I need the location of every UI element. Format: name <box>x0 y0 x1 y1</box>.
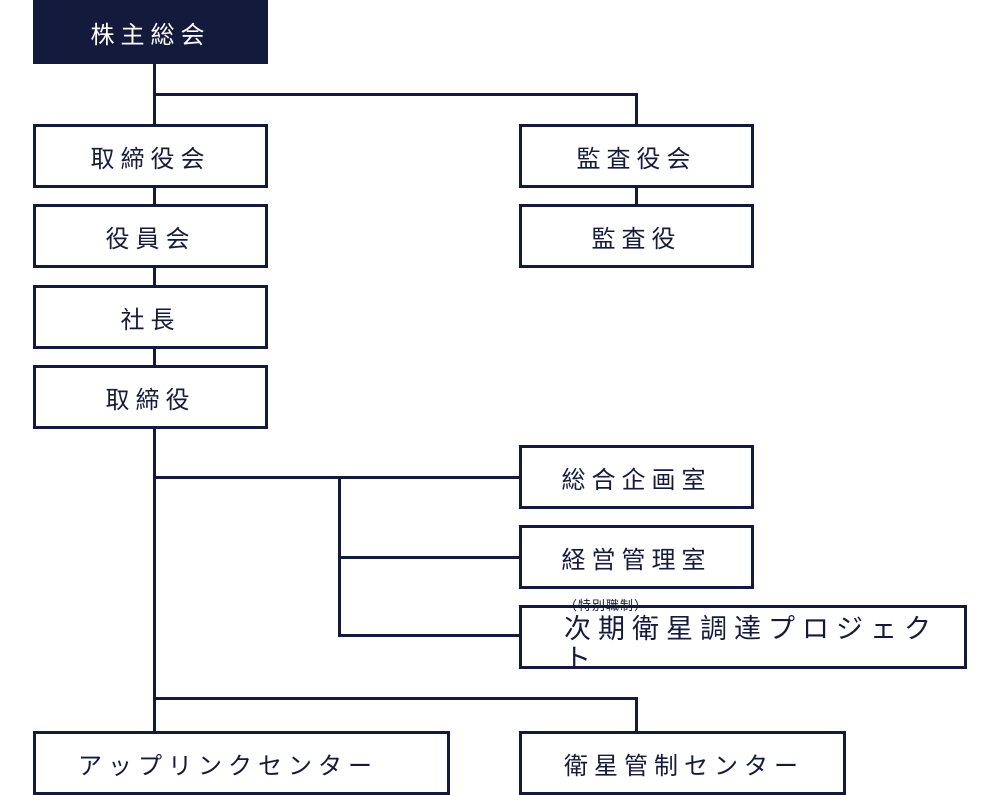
node-project-label: 次期衛星調達プロジェクト <box>564 614 938 675</box>
node-director-label: 取締役 <box>105 385 196 414</box>
node-corporate-planning-label: 総合企画室 <box>561 465 712 494</box>
node-corporate-planning: 総合企画室 <box>519 445 754 509</box>
node-shareholders: 株主総会 <box>33 0 268 64</box>
connector-exec-president <box>153 266 156 287</box>
connector-to-management <box>338 556 521 559</box>
node-project: （特別職制） 次期衛星調達プロジェクト <box>519 599 967 675</box>
node-auditor-label: 監査役 <box>591 224 682 253</box>
node-board-of-directors-label: 取締役会 <box>90 144 211 173</box>
connector-main-trunk <box>153 428 156 733</box>
node-satellite-control-center: 衛星管制センター <box>519 731 846 795</box>
node-executive-board-label: 役員会 <box>105 224 196 253</box>
node-audit-board-label: 監査役会 <box>576 144 697 173</box>
node-project-note: （特別職制） <box>564 599 649 614</box>
node-satellite-control-center-label: 衛星管制センター <box>564 751 804 780</box>
node-president-label: 社長 <box>120 305 181 334</box>
node-board-of-directors: 取締役会 <box>33 124 268 188</box>
node-management-control-label: 経営管理室 <box>561 545 712 574</box>
connector-audit-board-down <box>635 93 638 126</box>
connector-satellite-down <box>635 697 638 733</box>
connector-bottom-horizontal <box>153 697 638 700</box>
node-shareholders-label: 株主総会 <box>90 20 211 49</box>
connector-board-exec <box>153 186 156 206</box>
node-uplink-center-label: アップリンクセンター <box>78 751 378 780</box>
connector-to-project <box>338 634 521 637</box>
connector-top-horizontal <box>153 93 638 96</box>
node-auditor: 監査役 <box>519 204 754 268</box>
node-uplink-center: アップリンクセンター <box>33 731 450 795</box>
node-director: 取締役 <box>33 365 268 429</box>
connector-president-director <box>153 347 156 367</box>
node-executive-board: 役員会 <box>33 204 268 268</box>
connector-to-planning <box>153 476 521 479</box>
node-management-control: 経営管理室 <box>519 525 754 589</box>
node-audit-board: 監査役会 <box>519 124 754 188</box>
connector-auditboard-auditor <box>635 186 638 206</box>
node-president: 社長 <box>33 285 268 349</box>
